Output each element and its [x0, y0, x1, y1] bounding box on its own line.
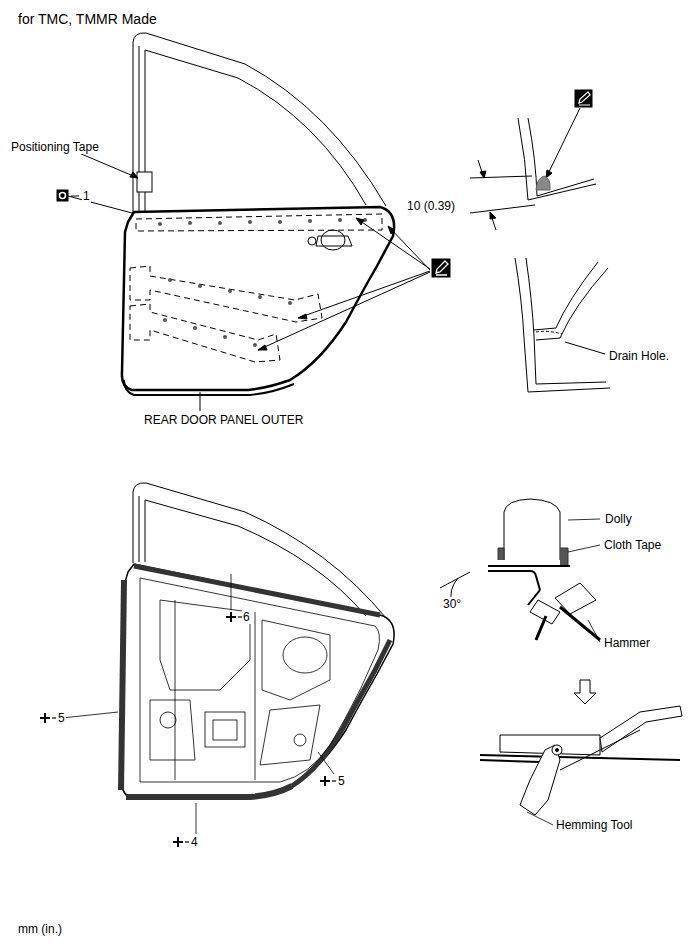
part-label: Hemming Tool — [555, 818, 633, 832]
part-label: Drain Hole. — [608, 349, 670, 363]
unit-note: mm (in.) — [17, 922, 63, 936]
heading: for TMC, TMMR Made — [17, 11, 158, 27]
dimension: 10 (0.39) — [406, 199, 456, 213]
part-label: Hammer — [603, 636, 651, 650]
part-label: Dolly — [604, 512, 633, 526]
part-label: Cloth Tape — [603, 538, 662, 552]
angle-label: 30° — [442, 597, 462, 611]
part-name: REAR DOOR PANEL OUTER — [143, 413, 304, 427]
callout-number: 6 — [242, 610, 251, 624]
callout-number: 5 — [337, 774, 346, 788]
callout-number: 4 — [190, 835, 199, 849]
callout-number: 1 — [82, 189, 91, 203]
callout-number: 5 — [57, 711, 66, 725]
part-label: Positioning Tape — [10, 140, 100, 154]
